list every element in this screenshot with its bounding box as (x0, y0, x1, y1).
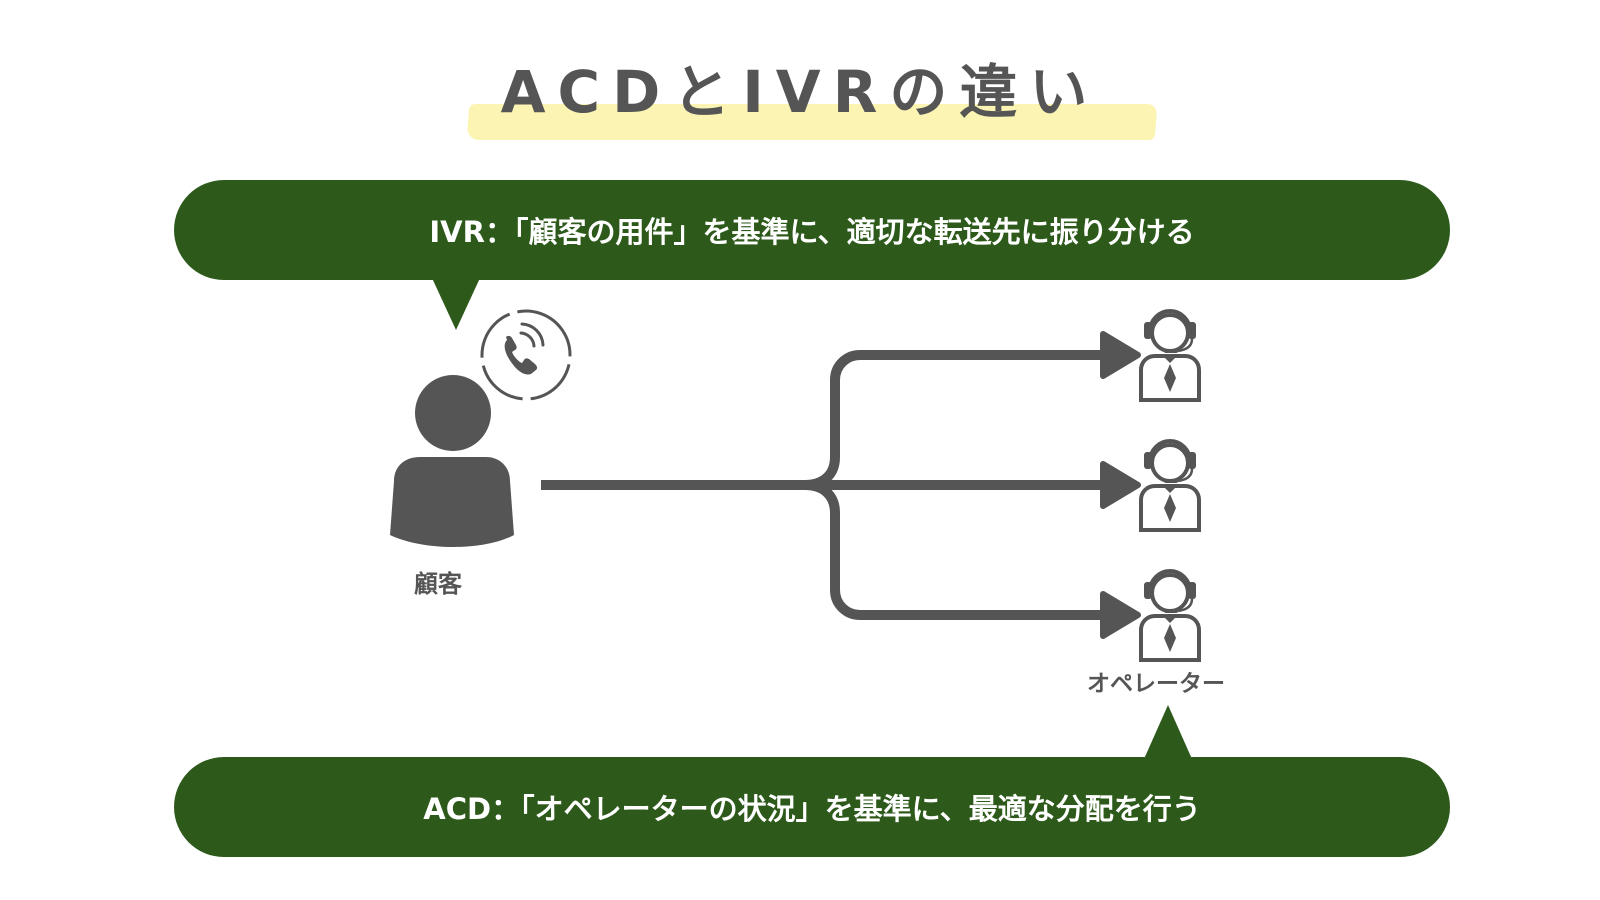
phone-call-icon (480, 309, 572, 401)
operator-label: オペレーター (1087, 671, 1225, 697)
ivr-bubble-tail (432, 278, 480, 330)
person-icon (390, 375, 514, 547)
page-title: ACDとIVRの違い (500, 58, 1100, 126)
operator-headset-icon (1139, 439, 1201, 532)
title-container: ACDとIVRの違い (0, 52, 1600, 132)
branch-top (804, 350, 1110, 490)
arrow-head-middle (1100, 461, 1141, 509)
branch-bottom (804, 480, 1110, 620)
arrow-head-top (1100, 331, 1141, 379)
acd-description: ACD：「オペレーターの状況」を基準に、最適な分配を行う (423, 792, 1201, 826)
operator-headset-icon (1139, 569, 1201, 662)
arrow-head-bottom (1100, 591, 1141, 639)
ivr-speech-bubble: IVR：「顧客の用件」を基準に、適切な転送先に振り分ける (174, 180, 1450, 280)
acd-speech-bubble: ACD：「オペレーターの状況」を基準に、最適な分配を行う (174, 757, 1450, 857)
customer-label: 顧客 (414, 570, 462, 598)
ivr-description: IVR：「顧客の用件」を基準に、適切な転送先に振り分ける (429, 215, 1195, 249)
acd-bubble-tail (1144, 705, 1192, 759)
operator-headset-icon (1139, 309, 1201, 402)
